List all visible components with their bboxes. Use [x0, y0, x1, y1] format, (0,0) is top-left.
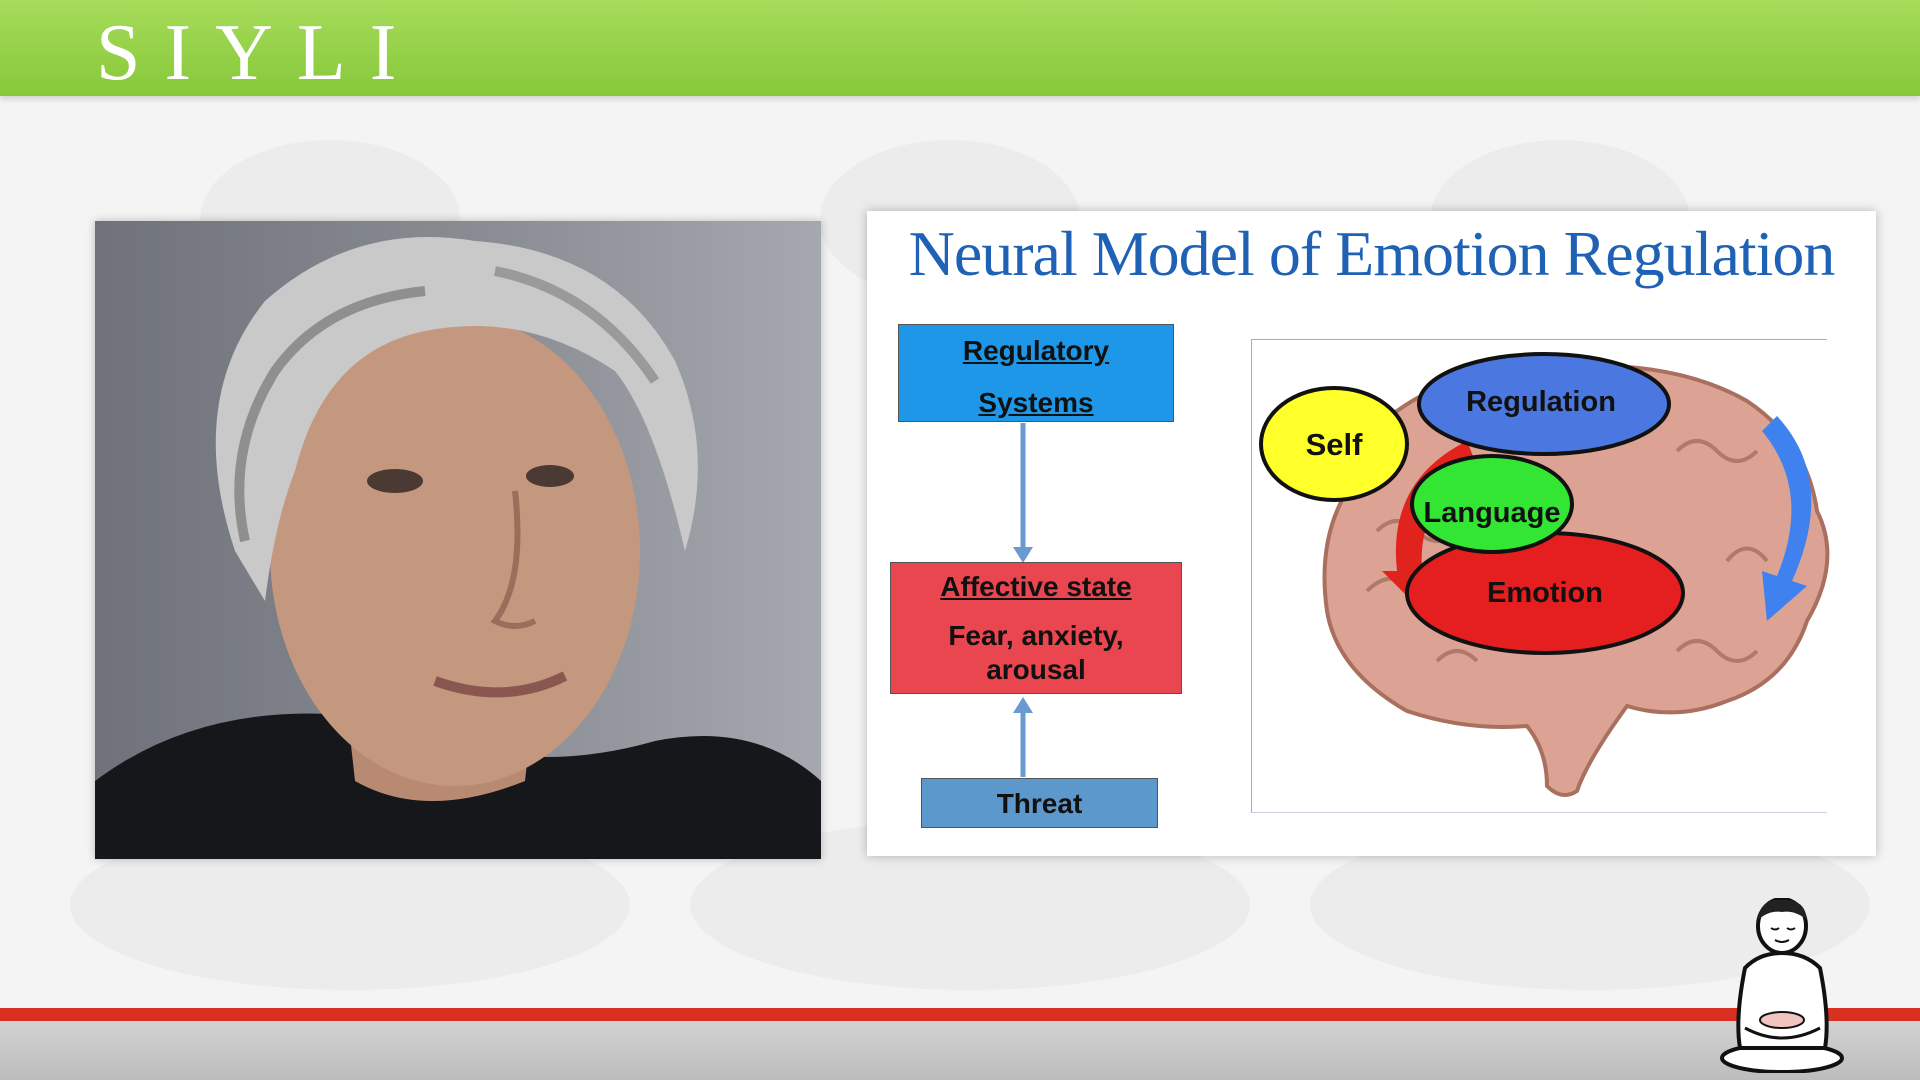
threat-box: Threat	[921, 778, 1158, 828]
arrow-down-icon	[1013, 547, 1033, 563]
regulatory-label-line2: Systems	[978, 387, 1094, 418]
speaker-photo	[95, 221, 821, 859]
regulatory-systems-box: Regulatory Systems	[898, 324, 1174, 422]
slide-title: Neural Model of Emotion Regulation	[908, 218, 1836, 289]
affective-state-title: Affective state	[940, 571, 1132, 602]
meditating-figure-icon	[1720, 898, 1844, 1073]
emotion-label: Emotion	[1487, 577, 1603, 609]
arrow-up-icon	[1013, 697, 1033, 713]
speaker-illustration	[95, 237, 821, 859]
self-label: Self	[1305, 427, 1363, 462]
top-banner: SIYLI	[0, 0, 1920, 97]
presentation-slide: Neural Model of Emotion Regulation Regul…	[867, 211, 1876, 856]
self-ellipse	[1259, 386, 1409, 502]
language-label: Language	[1423, 497, 1561, 529]
flow-arrows	[1013, 423, 1033, 777]
language-ellipse	[1410, 454, 1574, 554]
brand-logo: SIYLI	[96, 9, 421, 97]
blue-curved-arrow-icon	[1762, 416, 1812, 621]
footer-stripe	[0, 1008, 1920, 1021]
affective-state-box: Affective state Fear, anxiety, arousal	[890, 562, 1182, 694]
brain-diagram-frame	[1251, 339, 1827, 813]
regulatory-label-line1: Regulatory	[962, 335, 1110, 366]
brain-diagram	[1259, 352, 1830, 797]
footer-bar	[0, 1021, 1920, 1080]
regulation-label: Regulation	[1466, 386, 1616, 418]
affective-line2: arousal	[986, 654, 1086, 685]
affective-line1: Fear, anxiety,	[948, 620, 1124, 651]
regulation-ellipse	[1417, 352, 1671, 456]
